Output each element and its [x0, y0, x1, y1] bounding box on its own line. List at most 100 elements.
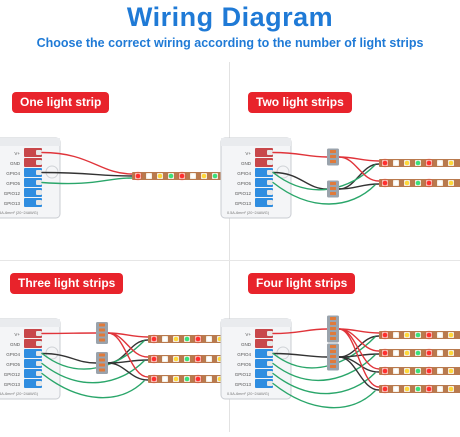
- led-chip: [179, 173, 185, 179]
- pin-label: GPIO4: [237, 352, 251, 357]
- led-chip: [426, 368, 432, 374]
- pin-label: GPIO5: [6, 181, 20, 186]
- pin-label: GND: [10, 161, 21, 166]
- wire-black-feed: [272, 352, 328, 358]
- led-chip: [146, 173, 152, 179]
- wago-connector: [327, 315, 339, 343]
- led-chip: [437, 350, 443, 356]
- led-chip: [382, 180, 388, 186]
- led-chip: [448, 350, 454, 356]
- pin-label: GPIO12: [4, 191, 21, 196]
- led-glow: [149, 374, 159, 384]
- connector-lever: [330, 360, 336, 363]
- terminal-slot: [36, 180, 42, 185]
- horizontal-divider: [0, 260, 460, 261]
- terminal-slot: [36, 190, 42, 195]
- pin-label: GND: [241, 161, 252, 166]
- terminal-slot: [267, 381, 273, 386]
- led-chip: [157, 173, 163, 179]
- led-chip: [393, 368, 399, 374]
- pin-label: V+: [245, 151, 251, 156]
- connector-lever: [99, 333, 105, 337]
- led-chip: [162, 376, 168, 382]
- led-chip: [437, 368, 443, 374]
- led-chip: [393, 160, 399, 166]
- connector-lever: [330, 350, 336, 353]
- led-glow: [424, 330, 434, 340]
- led-chip: [426, 180, 432, 186]
- wago-connector: [96, 322, 108, 344]
- terminal-slot: [36, 170, 42, 175]
- led-chip: [404, 332, 410, 338]
- connector-body: [96, 352, 108, 374]
- led-chip: [151, 376, 157, 382]
- led-chip: [426, 160, 432, 166]
- led-chip: [415, 180, 421, 186]
- led-chip: [415, 386, 421, 392]
- terminal-slot: [267, 150, 273, 155]
- wire-red: [41, 151, 133, 175]
- connector-lever: [330, 187, 336, 190]
- led-chip: [448, 368, 454, 374]
- led-glow: [380, 384, 390, 394]
- wire-green-data: [272, 372, 376, 395]
- led-chip: [184, 356, 190, 362]
- led-glow: [149, 354, 159, 364]
- wire-red-branch: [338, 328, 380, 388]
- led-glow: [380, 158, 390, 168]
- panel-label-three: Three light strips: [10, 273, 124, 294]
- led-chip: [382, 368, 388, 374]
- led-glow: [177, 171, 187, 181]
- connector-lever: [99, 323, 105, 327]
- connector-lever: [99, 358, 105, 362]
- led-glow: [424, 158, 434, 168]
- led-strip: [379, 366, 460, 376]
- led-chip: [404, 386, 410, 392]
- led-chip: [151, 356, 157, 362]
- wire-red-feed: [272, 151, 328, 158]
- pin-label: GPIO5: [237, 181, 251, 186]
- connector-lever: [99, 353, 105, 357]
- led-chip: [195, 356, 201, 362]
- led-glow: [193, 374, 203, 384]
- led-glow: [380, 366, 390, 376]
- led-chip: [382, 332, 388, 338]
- pin-label: GND: [241, 342, 252, 347]
- pin-label: GPIO4: [237, 171, 251, 176]
- terminal-slot: [267, 190, 273, 195]
- led-chip: [184, 336, 190, 342]
- connector-lever: [330, 192, 336, 195]
- controller-spec: 0.5A-6mm² (20~24AWG): [227, 211, 270, 215]
- wire-black-feed: [272, 171, 328, 190]
- wire-black-branch: [107, 362, 149, 381]
- wire-green-data: [41, 372, 145, 399]
- page-title: Wiring Diagram: [126, 2, 334, 32]
- led-strip: [379, 384, 460, 394]
- led-glow: [424, 348, 434, 358]
- pin-label: V+: [14, 332, 20, 337]
- led-chip: [426, 350, 432, 356]
- connector-lever: [330, 365, 336, 368]
- connector-lever: [330, 317, 336, 320]
- led-glow: [149, 334, 159, 344]
- controller-spec: 0.5A-6mm² (20~24AWG): [0, 211, 39, 215]
- terminal-slot: [36, 331, 42, 336]
- terminal-slot: [36, 371, 42, 376]
- led-chip: [426, 386, 432, 392]
- pin-label: GPIO13: [235, 382, 252, 387]
- vertical-divider: [229, 62, 230, 432]
- led-chip: [206, 336, 212, 342]
- terminal-slot: [267, 371, 273, 376]
- panel-label-four: Four light strips: [248, 273, 356, 294]
- wago-connector: [327, 148, 339, 166]
- led-chip: [426, 332, 432, 338]
- terminal-slot: [267, 341, 273, 346]
- connector-lever: [99, 368, 105, 372]
- led-chip: [173, 376, 179, 382]
